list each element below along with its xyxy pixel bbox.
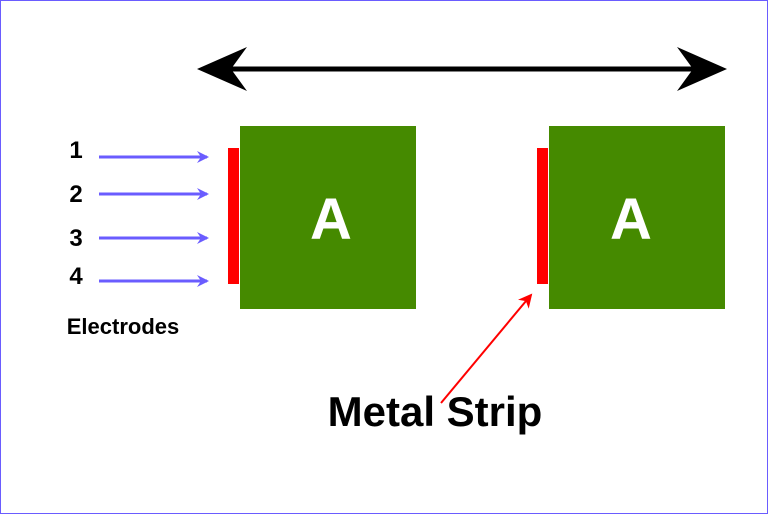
electrode-number-4: 4	[69, 263, 83, 290]
right-arrowhead-icon	[677, 47, 727, 91]
metal-strip-label: Metal Strip	[328, 388, 543, 435]
right-block	[549, 126, 725, 309]
electrodes-label: Electrodes	[67, 314, 180, 339]
electrode-number-2: 2	[69, 181, 82, 208]
metal-strip-pointer-arrow	[440, 293, 533, 404]
span-double-arrow	[197, 47, 727, 91]
right-block-letter: A	[610, 187, 652, 252]
electrode-number-3: 3	[69, 225, 82, 252]
left-metal-strip	[228, 148, 239, 284]
left-block	[240, 126, 416, 309]
electrode-number-1: 1	[69, 137, 82, 164]
left-block-letter: A	[310, 187, 352, 252]
right-metal-strip	[537, 148, 548, 284]
left-arrowhead-icon	[197, 47, 247, 91]
